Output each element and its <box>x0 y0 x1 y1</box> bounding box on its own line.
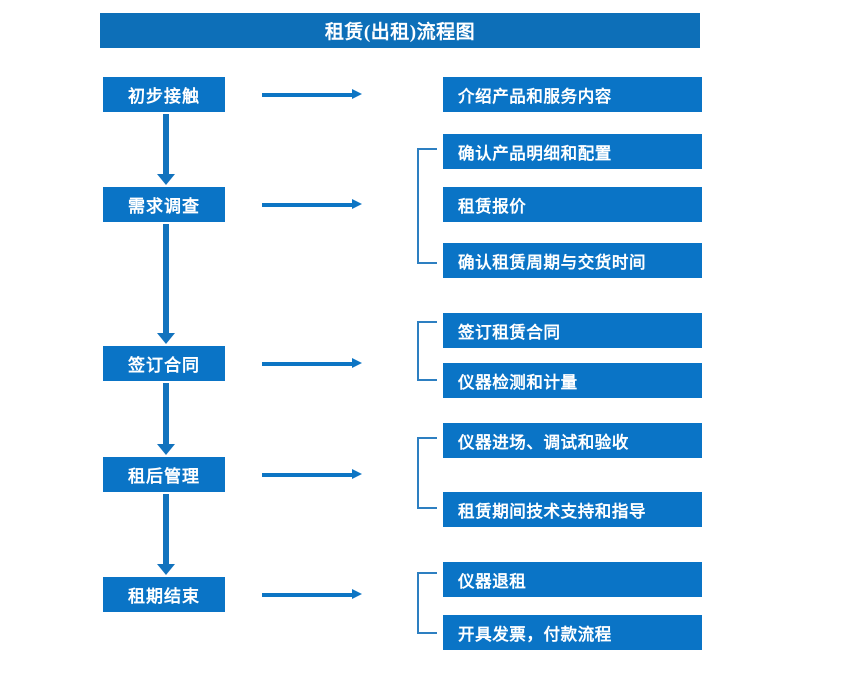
arrow-shaft <box>262 93 354 97</box>
flow-arrow-down-icon <box>157 224 175 344</box>
arrow-head <box>352 469 362 479</box>
stage-label: 签订合同 <box>128 356 200 375</box>
stage-box[interactable]: 租后管理 <box>103 457 225 492</box>
detail-label: 仪器检测和计量 <box>458 372 578 392</box>
arrow-shaft <box>163 114 169 174</box>
arrow-shaft <box>163 383 169 444</box>
group-bracket <box>417 437 437 509</box>
stage-label: 租后管理 <box>128 467 200 486</box>
arrow-head <box>352 89 362 99</box>
detail-label: 介绍产品和服务内容 <box>458 86 612 106</box>
detail-box[interactable]: 租赁期间技术支持和指导 <box>443 492 702 527</box>
detail-label: 租赁报价 <box>458 196 527 216</box>
flow-arrow-right-icon <box>262 199 362 210</box>
flow-arrow-right-icon <box>262 89 362 100</box>
detail-label: 确认产品明细和配置 <box>458 143 612 163</box>
detail-box[interactable]: 仪器进场、调试和验收 <box>443 423 702 458</box>
group-bracket <box>417 321 437 381</box>
page-title: 租赁(出租)流程图 <box>100 13 700 48</box>
arrow-head <box>157 333 175 344</box>
flow-arrow-right-icon <box>262 358 362 369</box>
stage-box[interactable]: 租期结束 <box>103 577 225 612</box>
detail-label: 确认租赁周期与交货时间 <box>458 252 647 272</box>
detail-label: 租赁期间技术支持和指导 <box>458 501 647 521</box>
arrow-head <box>352 589 362 599</box>
detail-label: 仪器进场、调试和验收 <box>458 432 629 452</box>
arrow-head <box>352 199 362 209</box>
arrow-shaft <box>262 203 354 207</box>
group-bracket <box>417 148 437 264</box>
detail-box[interactable]: 介绍产品和服务内容 <box>443 77 702 112</box>
stage-box[interactable]: 需求调查 <box>103 187 225 222</box>
detail-label: 开具发票，付款流程 <box>458 624 612 644</box>
arrow-shaft <box>262 473 354 477</box>
flow-arrow-down-icon <box>157 494 175 575</box>
detail-box[interactable]: 租赁报价 <box>443 187 702 222</box>
detail-box[interactable]: 签订租赁合同 <box>443 313 702 348</box>
arrow-shaft <box>262 362 354 366</box>
flow-arrow-right-icon <box>262 589 362 600</box>
detail-label: 签订租赁合同 <box>458 322 561 342</box>
flow-arrow-right-icon <box>262 469 362 480</box>
detail-box[interactable]: 确认产品明细和配置 <box>443 134 702 169</box>
stage-label: 租期结束 <box>128 587 200 606</box>
detail-box[interactable]: 仪器检测和计量 <box>443 363 702 398</box>
stage-label: 需求调查 <box>128 197 200 216</box>
arrow-head <box>157 174 175 185</box>
flow-arrow-down-icon <box>157 383 175 455</box>
flow-arrow-down-icon <box>157 114 175 185</box>
stage-label: 初步接触 <box>128 87 200 106</box>
arrow-head <box>157 564 175 575</box>
group-bracket <box>417 572 437 634</box>
arrow-head <box>157 444 175 455</box>
detail-box[interactable]: 确认租赁周期与交货时间 <box>443 243 702 278</box>
detail-label: 仪器退租 <box>458 571 527 591</box>
stage-box[interactable]: 签订合同 <box>103 346 225 381</box>
stage-box[interactable]: 初步接触 <box>103 77 225 112</box>
arrow-shaft <box>163 494 169 564</box>
detail-box[interactable]: 仪器退租 <box>443 562 702 597</box>
arrow-head <box>352 358 362 368</box>
detail-box[interactable]: 开具发票，付款流程 <box>443 615 702 650</box>
arrow-shaft <box>262 593 354 597</box>
arrow-shaft <box>163 224 169 333</box>
